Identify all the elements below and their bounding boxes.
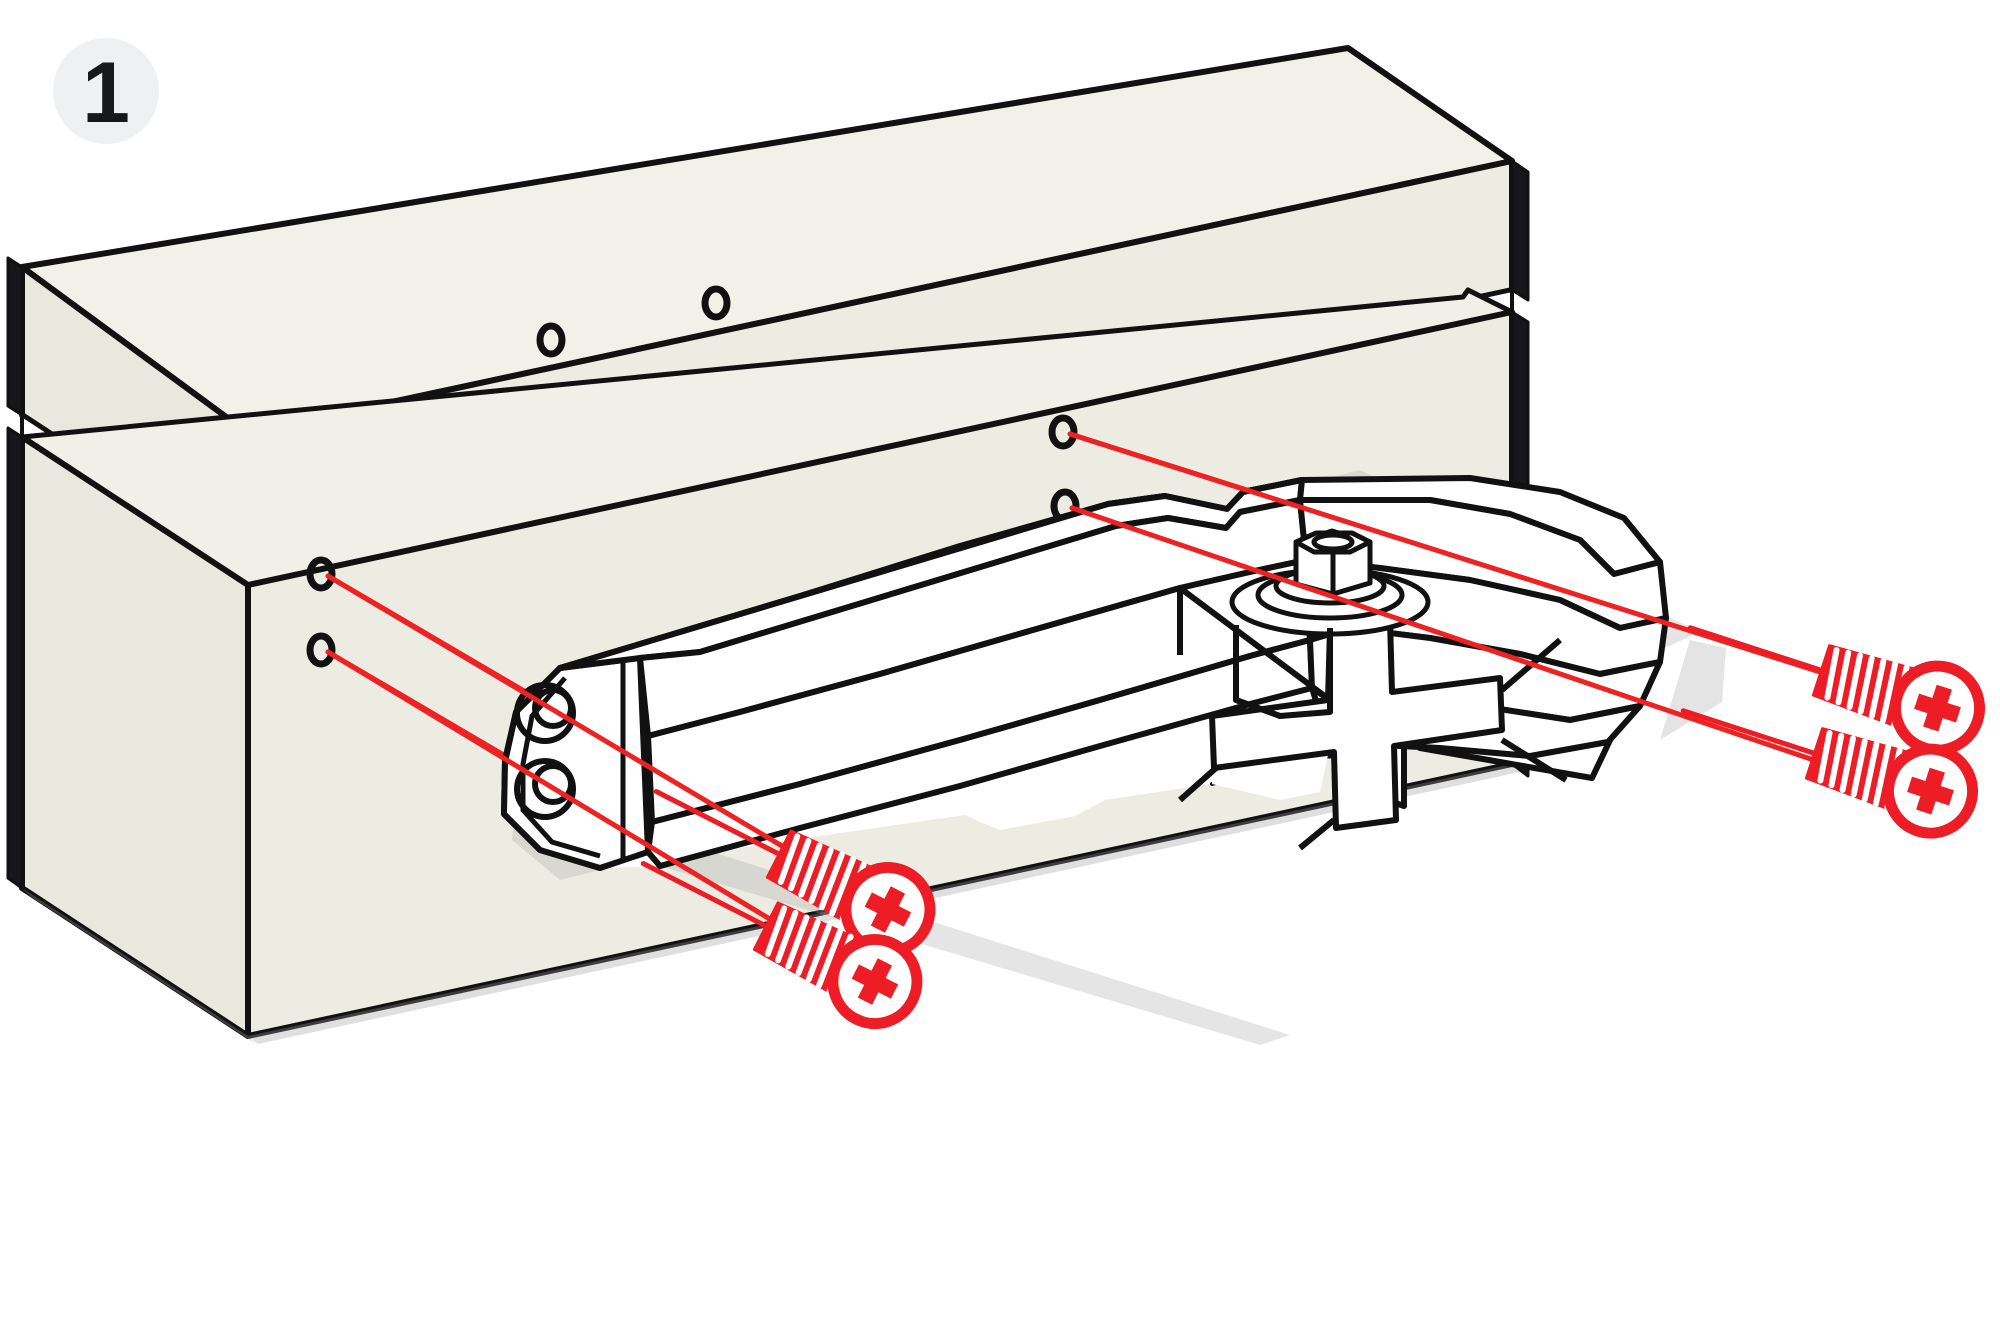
crease-upper-left <box>1178 585 1332 703</box>
assembly-line-right-lower <box>1069 505 1899 791</box>
step-badge-label: 1 <box>82 45 130 141</box>
panel-hole-right-upper <box>1048 414 1078 450</box>
crease-right-lower <box>1500 737 1568 783</box>
header-right-end <box>1510 159 1530 302</box>
step-badge: 1 <box>53 38 159 144</box>
hex-nut-slot <box>1311 532 1355 552</box>
panel-hole-left-upper <box>306 556 336 592</box>
header-hole-2 <box>536 322 566 358</box>
endcap-hole-lower-inner <box>532 763 574 805</box>
spindle-pedestal <box>1233 625 1333 719</box>
crease-lower-left <box>1178 765 1218 803</box>
crease-lower-center <box>1298 817 1336 851</box>
panel-left-end <box>6 426 24 890</box>
header-hole-1 <box>701 285 731 321</box>
endcap-holes <box>514 682 576 820</box>
step-badge-circle <box>53 38 159 144</box>
header-left-end <box>6 256 24 417</box>
endcap-hole-upper-inner <box>532 687 574 729</box>
lower-chamfer-face <box>645 637 1315 869</box>
panel-hole-left-lower <box>306 632 336 668</box>
